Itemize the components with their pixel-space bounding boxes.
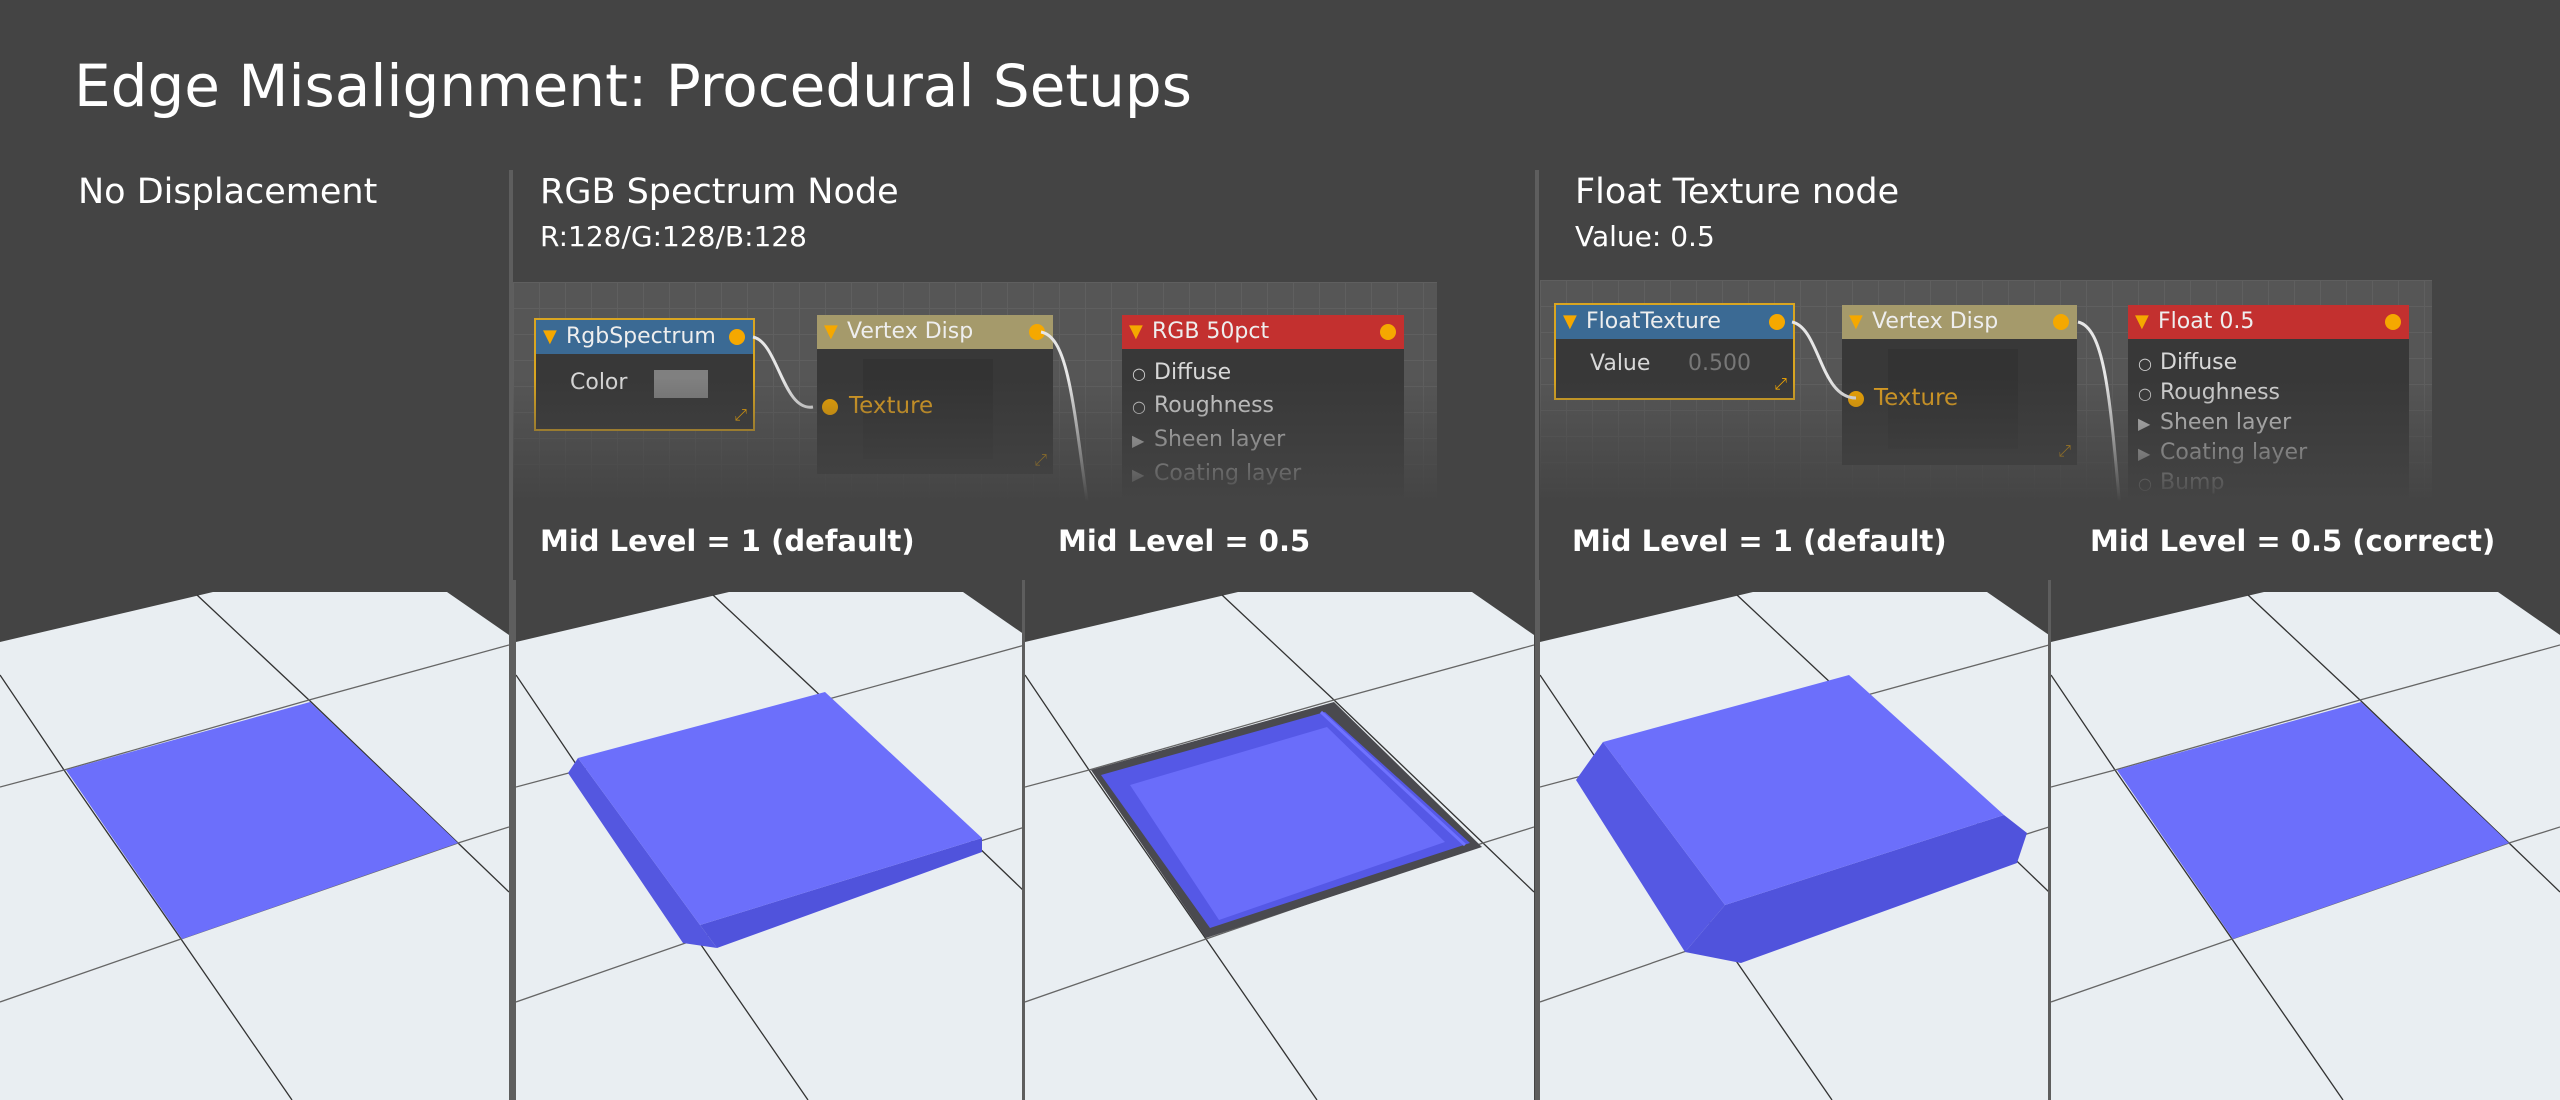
flat-tile [2117,702,2509,939]
page-title: Edge Misalignment: Procedural Setups [74,52,1192,120]
circle-icon: ○ [2138,354,2152,373]
output-port[interactable] [1029,324,1045,340]
section-title-rgb-spectrum: RGB Spectrum Node [540,172,899,212]
render-rgb-midlevel-half [1025,591,1534,1100]
collapse-triangle-icon[interactable]: ▼ [2135,311,2149,332]
node-graph-float[interactable]: ▼FloatTexture Value 0.500 ⤢ ▼Vertex Disp… [1540,280,2432,508]
node-title: RgbSpectrum [566,324,716,349]
panel-divider [509,580,516,1100]
collapse-triangle-icon[interactable]: ▼ [1849,311,1863,332]
label-float-midlevel-default: Mid Level = 1 (default) [1572,524,1947,558]
collapse-triangle-icon[interactable]: ▼ [543,326,557,347]
output-port[interactable] [2053,314,2069,330]
collapse-triangle-icon[interactable]: ▼ [1129,321,1143,342]
render-no-displacement [0,591,509,1100]
wire-disp-to-material [1040,330,1090,508]
node-title: FloatTexture [1586,309,1721,334]
raised-tile [1603,675,2004,905]
label-float-midlevel-half: Mid Level = 0.5 (correct) [2090,524,2496,558]
section-title-no-displacement: No Displacement [78,172,378,212]
node-wires [752,330,1090,508]
wire-source-to-disp [752,335,814,409]
sunken-tile [1130,727,1445,920]
node-title: Float 0.5 [2158,309,2255,334]
section-title-float-texture: Float Texture node [1575,172,1900,212]
output-port[interactable] [1380,324,1396,340]
section-subtitle-rgb-spectrum: R:128/G:128/B:128 [540,220,807,253]
render-float-midlevel-half [2051,591,2560,1100]
value-field[interactable]: 0.500 [1688,351,1751,376]
label-rgb-midlevel-half: Mid Level = 0.5 [1058,524,1311,558]
panel-divider [2048,580,2051,1100]
label-rgb-midlevel-default: Mid Level = 1 (default) [540,524,915,558]
collapse-triangle-icon[interactable]: ▼ [824,321,838,342]
wire-source-to-disp [1791,320,1857,400]
pin-diffuse[interactable]: ○Diffuse [2138,350,2238,375]
node-title: RGB 50pct [1152,319,1270,344]
panel-divider [1535,580,1540,1100]
raised-tile [578,692,982,925]
node-wires [1791,320,2122,508]
node-title: Vertex Disp [847,319,974,344]
section-subtitle-float-texture: Value: 0.5 [1575,220,1715,253]
render-float-midlevel-default [1540,591,2049,1100]
wire-disp-to-material [2077,320,2122,508]
render-rgb-midlevel-default [516,591,1025,1100]
node-graph-rgb[interactable]: ▼RgbSpectrum Color ⤢ ▼Vertex Disp Textur… [513,282,1437,508]
output-port[interactable] [1769,314,1785,330]
panel-divider [1022,580,1025,1100]
flat-tile [66,702,458,939]
output-port[interactable] [2385,314,2401,330]
output-port[interactable] [729,329,745,345]
node-title: Vertex Disp [1872,309,1999,334]
param-label: Value [1590,351,1651,376]
collapse-triangle-icon[interactable]: ▼ [1563,311,1577,332]
